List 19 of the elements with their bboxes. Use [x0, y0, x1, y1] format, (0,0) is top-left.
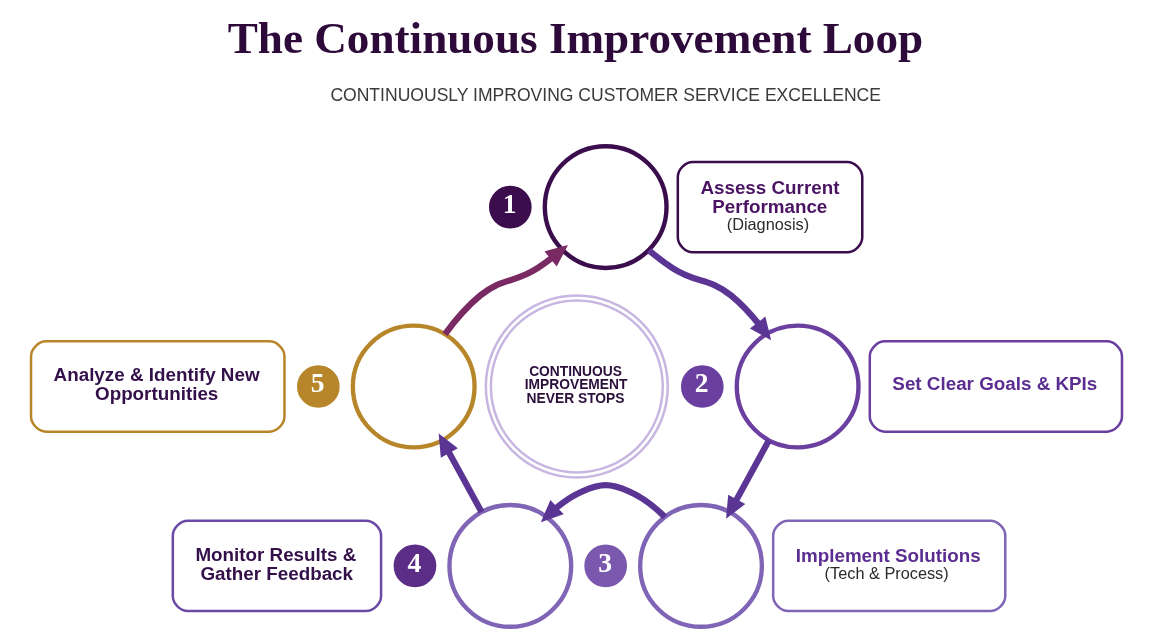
node-circle: 3	[581, 542, 629, 590]
node-circle	[637, 502, 764, 629]
arrow	[540, 482, 667, 523]
node-circle	[350, 323, 477, 450]
diagram-title: The Continuous Improvement Loop	[227, 13, 923, 64]
node-box: Set Clear Goals & KPIs	[868, 340, 1123, 433]
arrow	[646, 247, 771, 341]
arrow	[442, 245, 568, 336]
node-box: Assess Current Performance (Diagnosis)	[676, 160, 863, 254]
arrow	[725, 438, 772, 519]
node-box: Monitor Results & Gather Feedback	[171, 519, 382, 613]
node-box: Implement Solutions (Tech & Process)	[771, 519, 1007, 613]
node-box: Analyze & Identify New Opportunities	[29, 340, 286, 433]
node-circle: CONTINUOUS IMPROVEMENT NEVER STOPS	[484, 294, 669, 479]
node-circle	[734, 323, 861, 450]
label: CONTINUOUSLY IMPROVING CUSTOMER SERVICE EXCELLENCE	[329, 84, 881, 105]
node-circle: 4	[390, 542, 439, 590]
arrow	[438, 433, 484, 514]
node-circle: 5	[294, 362, 342, 411]
